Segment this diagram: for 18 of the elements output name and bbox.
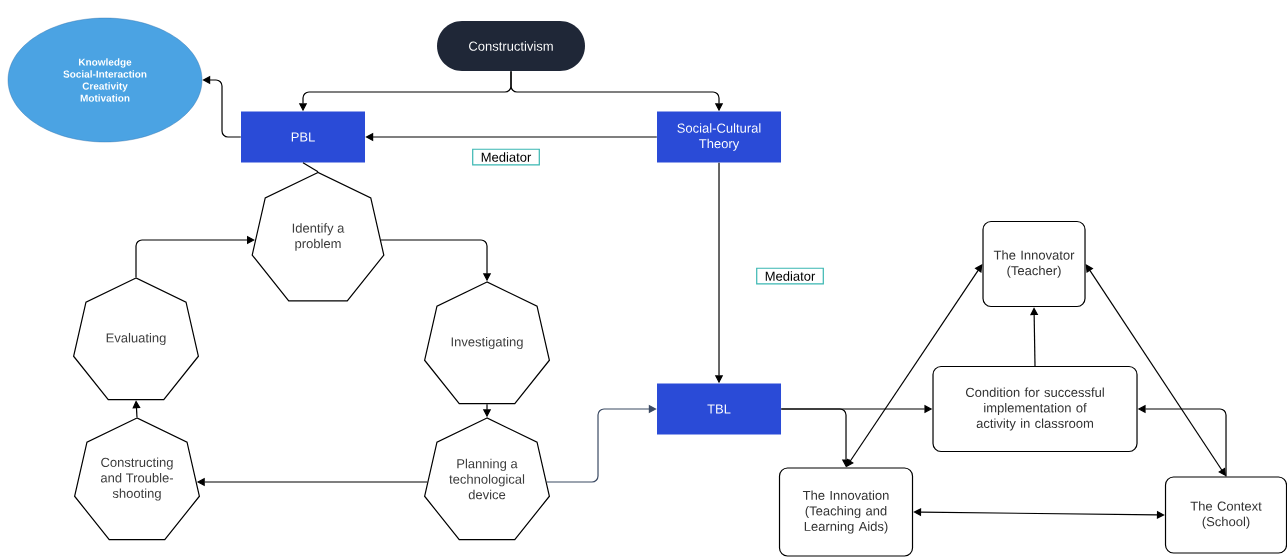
process-box: TBL	[657, 383, 781, 435]
heptagon-node: Evaluating	[72, 277, 200, 401]
heptagon-node: Planning a technological device	[423, 417, 551, 541]
edge-label: Mediator	[472, 148, 540, 166]
process-box: Social-Cultural Theory	[657, 111, 781, 163]
rounded-box: Condition for successful implementation of activity in classroom	[932, 365, 1138, 453]
rounded-box: The Context (School)	[1164, 476, 1287, 554]
rounded-box: The Innovation (Teaching and Learning Aids)	[778, 467, 914, 557]
rounded-box: The Innovator (Teacher)	[982, 220, 1086, 308]
heptagon-node: Identify a problem	[251, 171, 385, 302]
arrow	[546, 404, 657, 483]
heptagon-node: Constructing and Trouble-shooting	[73, 417, 201, 541]
edge-label: Mediator	[756, 267, 824, 285]
arrow	[135, 235, 255, 278]
pill-box: Constructivism	[437, 21, 585, 71]
process-box: PBL	[241, 111, 365, 163]
ellipse-node: Knowledge Social-Interaction Creativity Motivation	[7, 17, 203, 143]
heptagon-node: Investigating	[423, 281, 551, 405]
